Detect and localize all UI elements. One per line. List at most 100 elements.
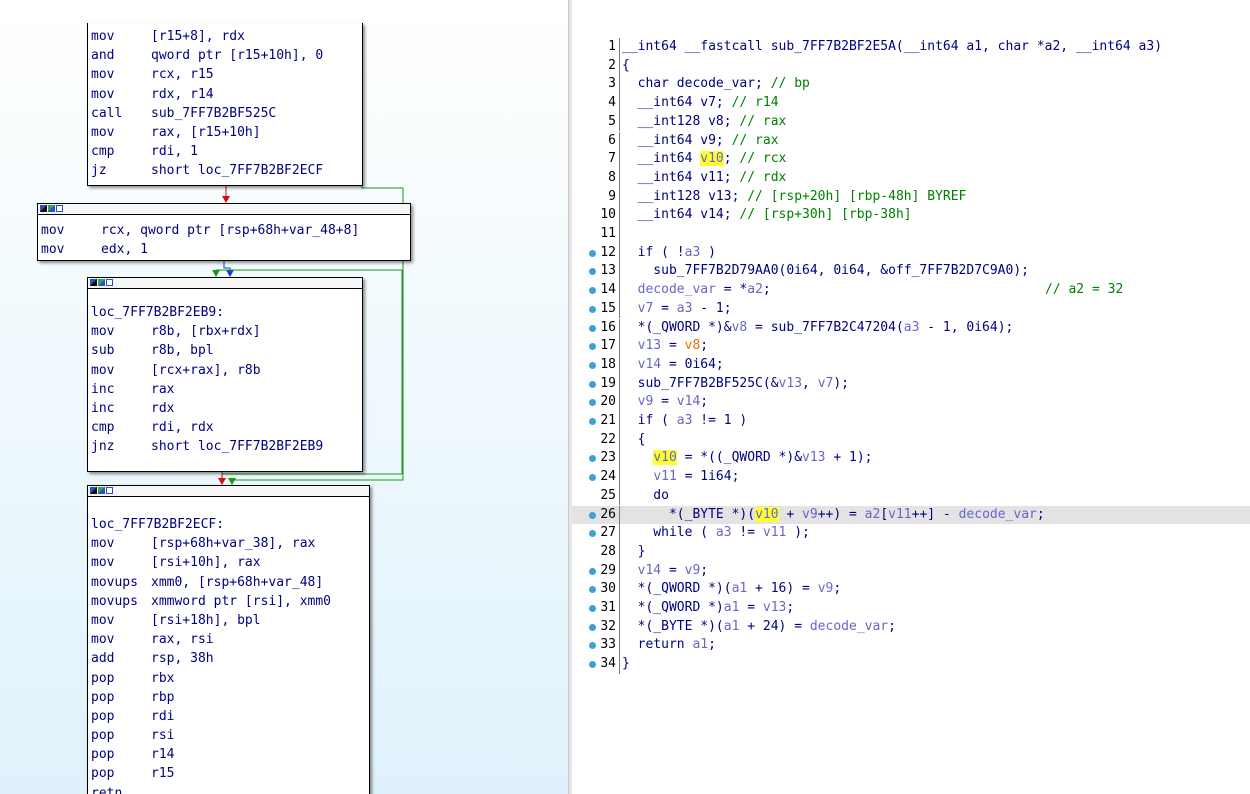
breakpoint-dot-icon[interactable] — [589, 324, 596, 332]
asm-line[interactable]: retn — [91, 784, 366, 794]
breakpoint-dot-icon[interactable] — [589, 511, 596, 519]
asm-line[interactable]: mov[rsp+68h+var_38], rax — [91, 534, 366, 553]
pseudocode-line[interactable]: 6 __int64 v9; // rax — [572, 131, 1250, 151]
pseudocode-line[interactable]: 22 { — [572, 430, 1250, 450]
breakpoint-dot-icon[interactable] — [589, 661, 596, 669]
pseudocode-line[interactable]: 17 v13 = v8; — [572, 337, 1250, 356]
pseudocode-line[interactable]: 4 __int64 v7; // r14 — [572, 94, 1250, 113]
pseudocode-line[interactable]: 1__int64 __fastcall sub_7FF7B2BF2E5A(__i… — [572, 38, 1250, 57]
pseudocode-line[interactable]: 15 v7 = a3 - 1; — [572, 299, 1250, 319]
pseudocode-line[interactable]: 21 if ( a3 != 1 ) — [572, 412, 1250, 431]
breakpoint-dot-icon[interactable] — [589, 418, 596, 425]
asm-line[interactable]: mov[rsi+10h], rax — [91, 553, 366, 572]
pseudocode-line[interactable]: 14 decode_var = *a2;// a2 = 32 — [572, 281, 1250, 300]
breakpoint-dot-icon[interactable] — [589, 474, 596, 482]
breakpoint-dot-icon[interactable] — [589, 380, 596, 388]
pseudocode-line[interactable]: 11 — [572, 225, 1250, 244]
pseudocode-line[interactable]: 13 sub_7FF7B2D79AA0(0i64, 0i64, &off_7FF… — [572, 262, 1250, 282]
breakpoint-dot-icon[interactable] — [589, 361, 596, 369]
breakpoint-dot-icon[interactable] — [589, 642, 596, 650]
pseudocode-line[interactable]: 20 v9 = v14; — [572, 393, 1250, 412]
pseudocode-line[interactable]: 28 } — [572, 542, 1250, 562]
loc-label[interactable]: loc_7FF7B2BF2EB9: — [91, 305, 225, 320]
breakpoint-dot-icon[interactable] — [589, 605, 596, 612]
pseudocode-line[interactable]: 19 sub_7FF7B2BF525C(&v13, v7); — [572, 374, 1250, 394]
pseudocode-line[interactable]: 16 *(_QWORD *)&v8 = sub_7FF7B2C47204(a3 … — [572, 318, 1250, 338]
pseudocode-line[interactable]: 3 char decode_var; // bp — [572, 75, 1250, 95]
breakpoint-dot-icon[interactable] — [589, 623, 596, 631]
pseudocode-line[interactable]: 29 v14 = v9; — [572, 561, 1250, 581]
pseudocode-line[interactable]: 25 do — [572, 486, 1250, 506]
breakpoint-dot-icon[interactable] — [589, 567, 596, 575]
asm-mnemonic: add — [91, 651, 115, 667]
breakpoint-dot-icon[interactable] — [589, 399, 596, 407]
pseudocode-line[interactable]: 5 __int128 v8; // rax — [572, 112, 1250, 132]
pseudocode-line[interactable]: 23 v10 = *((_QWORD *)&v13 + 1); — [572, 449, 1250, 469]
breakpoint-dot-icon[interactable] — [589, 249, 596, 257]
pseudocode-line[interactable]: 24 v11 = 1i64; — [572, 468, 1250, 487]
node-graph-icon — [48, 205, 55, 212]
asm-line[interactable]: mov[rsi+18h], bpl — [91, 611, 366, 630]
asm-line[interactable]: mov[rcx+rax], r8b — [91, 361, 359, 380]
pseudocode-line[interactable]: 30 *(_QWORD *)(a1 + 16) = v9; — [572, 580, 1250, 599]
pseudocode-line[interactable]: 18 v14 = 0i64; — [572, 355, 1250, 375]
pseudocode-line[interactable]: 2{ — [572, 56, 1250, 76]
breakpoint-dot-icon[interactable] — [589, 586, 596, 594]
gutter-line — [619, 94, 620, 113]
pseudocode-line[interactable]: 8 __int64 v11; // rdx — [572, 168, 1250, 188]
pseudocode-line[interactable]: 9 __int128 v13; // [rsp+20h] [rbp-48h] B… — [572, 187, 1250, 207]
graph-node-exit[interactable]: loc_7FF7B2BF2ECF: mov[rsp+68h+var_38], r… — [87, 485, 370, 794]
pseudocode-line[interactable]: 34} — [572, 655, 1250, 674]
line-number: 3 — [608, 76, 616, 92]
pseudocode-line[interactable]: 33 return a1; — [572, 636, 1250, 656]
line-number: 32 — [600, 618, 616, 634]
pseudocode-line[interactable]: 31 *(_QWORD *)a1 = v13; — [572, 599, 1250, 618]
breakpoint-dot-icon[interactable] — [589, 455, 596, 463]
breakpoint-dot-icon[interactable] — [589, 343, 596, 351]
line-number: 1 — [608, 39, 616, 54]
pseudocode-line[interactable]: 26 *(_BYTE *)(v10 + v9++) = a2[v11++] - … — [572, 505, 1250, 525]
pseudocode-line[interactable]: 27 while ( a3 != v11 ); — [572, 524, 1250, 543]
pseudocode-view[interactable]: 1__int64 __fastcall sub_7FF7B2BF2E5A(__i… — [572, 0, 1250, 794]
breakpoint-dot-icon[interactable] — [589, 305, 596, 313]
loc-label[interactable]: loc_7FF7B2BF2ECF: — [91, 517, 225, 532]
pseudocode-line[interactable]: 10 __int64 v14; // [rsp+30h] [rbp-38h] — [572, 206, 1250, 225]
breakpoint-dot-icon[interactable] — [589, 268, 596, 276]
pseudocode-line[interactable]: 12 if ( !a3 ) — [572, 243, 1250, 263]
breakpoint-dot-icon[interactable] — [589, 287, 596, 295]
asm-line[interactable]: mov[r15+8], rdx — [91, 27, 359, 46]
pseudocode-line[interactable]: 32 *(_BYTE *)(a1 + 24) = decode_var; — [572, 617, 1250, 637]
breakpoint-dot-icon[interactable] — [589, 530, 596, 538]
pane-splitter[interactable] — [568, 0, 573, 794]
pseudocode-line[interactable]: 7 __int64 v10; // rcx — [572, 150, 1250, 169]
